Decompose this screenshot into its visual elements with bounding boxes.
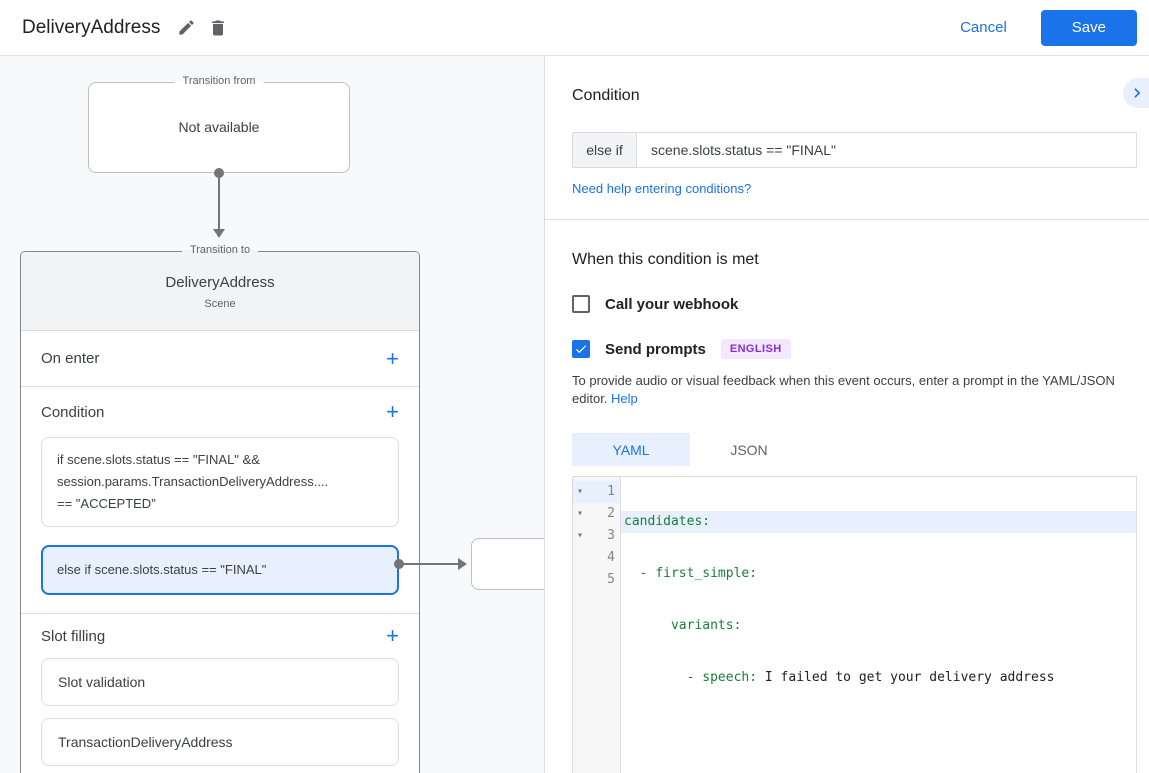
condition-item-else-if[interactable]: else if scene.slots.status == "FINAL" (41, 545, 399, 595)
save-button[interactable]: Save (1040, 9, 1137, 46)
page-title: DeliveryAddress (22, 16, 161, 38)
condition-expression-field[interactable]: else if scene.slots.status == "FINAL" (572, 132, 1137, 168)
code-dash: - (686, 670, 703, 685)
fold-icon[interactable]: ▾ (577, 508, 584, 519)
editor-format-tabs: YAML JSON (572, 433, 1149, 466)
edit-button[interactable] (170, 12, 202, 44)
prompt-description-text: To provide audio or visual feedback when… (572, 373, 1115, 406)
fold-icon[interactable]: ▾ (577, 530, 584, 541)
fold-icon[interactable] (573, 569, 589, 591)
condition-item-if[interactable]: if scene.slots.status == "FINAL" && sess… (41, 437, 399, 527)
line-number: 1 (607, 484, 615, 499)
code-value: I failed to get your delivery address (757, 670, 1055, 685)
code-indent (624, 566, 640, 581)
call-webhook-checkbox[interactable] (572, 295, 590, 313)
code-key: speech: (702, 670, 758, 685)
gutter-row: ▾ 3 (573, 525, 620, 547)
when-condition-heading: When this condition is met (572, 251, 759, 268)
gutter-row: 5 (573, 569, 620, 591)
fold-icon[interactable]: ▾ (577, 486, 584, 497)
code-indent (624, 618, 671, 633)
code-line: variants: (621, 615, 1136, 637)
prompt-description: To provide audio or visual feedback when… (572, 372, 1138, 408)
slot-filling-label: Slot filling (41, 627, 106, 645)
condition-section: Condition + if scene.slots.status == "FI… (21, 387, 419, 614)
condition-if-line: == "ACCEPTED" (57, 496, 156, 511)
code-line: candidates: (621, 511, 1136, 533)
transition-from-box: Transition from Not available (88, 75, 350, 173)
add-slot-button[interactable]: + (386, 623, 399, 648)
code-line: - first_simple: (621, 563, 1136, 585)
call-webhook-label: Call your webhook (605, 295, 739, 313)
connector-line (218, 176, 220, 230)
scene-diagram-canvas: Transition from Not available Transition… (0, 56, 545, 773)
connector-dot (214, 168, 224, 178)
gutter-row: ▾ 2 (573, 503, 620, 525)
delete-button[interactable] (202, 12, 234, 44)
code-key: variants: (670, 618, 742, 633)
transition-target-box (471, 538, 544, 590)
condition-if-line: session.params.TransactionDeliveryAddres… (57, 474, 329, 489)
add-condition-button[interactable]: + (386, 399, 399, 424)
gutter-row: 4 (573, 547, 620, 569)
condition-expression-value[interactable]: scene.slots.status == "FINAL" (651, 142, 837, 158)
scene-card: Transition to DeliveryAddress Scene On e… (20, 244, 420, 773)
pencil-icon (177, 18, 196, 37)
code-key: candidates: (624, 514, 711, 529)
code-line (621, 719, 1136, 741)
scene-card-header[interactable]: DeliveryAddress Scene (21, 252, 419, 331)
chevron-right-icon (1127, 83, 1147, 103)
arrow-down-icon (213, 229, 225, 238)
scene-name: DeliveryAddress (165, 274, 275, 291)
send-prompts-row: Send prompts ENGLISH (572, 339, 1122, 359)
line-number: 4 (607, 550, 615, 565)
help-link[interactable]: Help (611, 391, 638, 406)
language-badge: ENGLISH (720, 339, 791, 359)
line-number: 5 (607, 572, 615, 587)
slot-filling-section: Slot filling + Slot validation Transacti… (21, 614, 419, 766)
add-on-enter-button[interactable]: + (386, 345, 399, 371)
condition-if-line: if scene.slots.status == "FINAL" && (57, 452, 260, 467)
fold-icon[interactable] (573, 547, 589, 569)
slot-item[interactable]: TransactionDeliveryAddress (41, 718, 399, 766)
line-number: 3 (607, 528, 615, 543)
gutter-row: ▾ 1 (573, 481, 620, 503)
connector-dot (394, 559, 404, 569)
code-indent (624, 670, 687, 685)
tab-json[interactable]: JSON (730, 441, 768, 458)
condition-editor-panel: Condition else if scene.slots.status == … (545, 56, 1149, 773)
section-divider (545, 219, 1149, 220)
send-prompts-label: Send prompts (605, 340, 706, 358)
condition-prefix: else if (573, 133, 637, 167)
check-icon (574, 342, 588, 356)
on-enter-label: On enter (41, 350, 100, 367)
cancel-button[interactable]: Cancel (960, 19, 1007, 36)
app-bar: DeliveryAddress Cancel Save (0, 0, 1149, 56)
editor-gutter: ▾ 1 ▾ 2 ▾ 3 4 5 (573, 477, 621, 773)
arrow-right-icon (458, 558, 467, 570)
connector-line (402, 563, 459, 565)
tab-yaml[interactable]: YAML (572, 433, 690, 466)
line-number: 2 (607, 506, 615, 521)
transition-from-text: Not available (178, 119, 260, 135)
trash-icon (208, 18, 228, 38)
editor-code-area[interactable]: candidates: - first_simple: variants: - … (621, 477, 1136, 773)
webhook-row: Call your webhook (572, 295, 1122, 313)
conditions-help-link[interactable]: Need help entering conditions? (572, 181, 752, 196)
code-line: - speech: I failed to get your delivery … (621, 667, 1136, 689)
condition-section-label: Condition (41, 403, 105, 421)
code-key: first_simple: (655, 566, 758, 581)
transition-from-legend: Transition from (174, 75, 264, 87)
scene-type: Scene (204, 298, 236, 310)
on-enter-section: On enter + (21, 331, 419, 387)
collapse-panel-button[interactable] (1123, 78, 1149, 108)
transition-to-legend: Transition to (181, 244, 259, 256)
panel-heading: Condition (572, 87, 640, 104)
yaml-code-editor[interactable]: ▾ 1 ▾ 2 ▾ 3 4 5 (572, 476, 1137, 773)
slot-validation-item[interactable]: Slot validation (41, 658, 399, 706)
send-prompts-checkbox[interactable] (572, 340, 590, 358)
code-dash: - (639, 566, 656, 581)
